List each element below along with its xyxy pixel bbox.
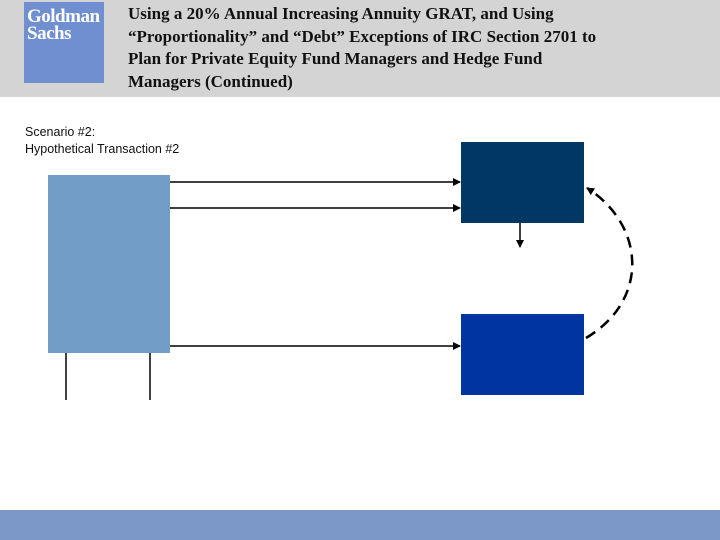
title-line-3: Plan for Private Equity Fund Managers an…	[128, 49, 543, 68]
goldman-sachs-logo: Goldman Sachs	[24, 2, 104, 83]
logo-line-1: Goldman	[27, 6, 100, 27]
top-right-entity-box	[461, 142, 584, 223]
title-line-2: “Proportionality” and “Debt” Exceptions …	[128, 26, 597, 46]
slide-title: Using a 20% Annual Increasing Annuity GR…	[128, 3, 698, 93]
title-line-4: Managers (Continued)	[128, 71, 293, 91]
scenario-subheading: Hypothetical Transaction #2	[25, 142, 180, 156]
footer-band	[0, 510, 720, 540]
logo-line-2: Sachs	[27, 23, 71, 44]
title-line-1: Using a 20% Annual Increasing Annuity GR…	[128, 4, 554, 23]
left-entity-box	[48, 175, 170, 353]
header-band	[0, 0, 720, 97]
scenario-label: Scenario #2: Hypothetical Transaction #2	[25, 124, 179, 158]
bottom-right-entity-box	[461, 314, 584, 395]
dashed-curved-arrow	[585, 186, 634, 340]
scenario-heading: Scenario #2:	[25, 125, 96, 139]
